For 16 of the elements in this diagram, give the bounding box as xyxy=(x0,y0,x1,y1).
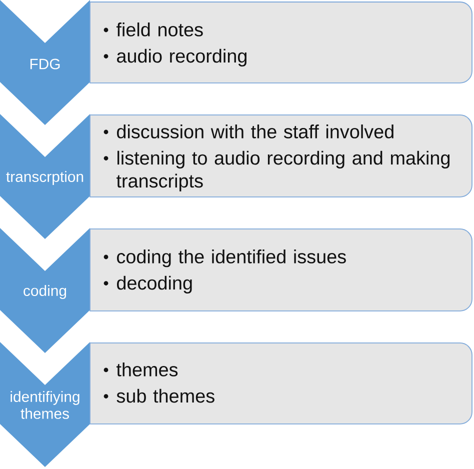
list-item: field notes xyxy=(116,22,203,36)
list-item: coding the identified issues xyxy=(117,250,346,268)
list-item: themes xyxy=(116,362,178,376)
list-item: sub themes xyxy=(116,388,214,403)
process-step: coding xyxy=(0,228,90,353)
list-item: decoding xyxy=(117,276,192,294)
process-step: FDG xyxy=(0,0,90,125)
list-item: discussion with the staff involved xyxy=(117,124,394,138)
list-item: listening to audio recording and making transcripts xyxy=(116,150,450,192)
list-box xyxy=(90,114,472,198)
list-box xyxy=(90,2,472,84)
process-step: transcrption xyxy=(0,114,90,239)
list-item: audio recording xyxy=(117,48,246,66)
list-box xyxy=(90,342,472,424)
list-box xyxy=(90,228,472,312)
process-step: identifiying themes xyxy=(0,342,90,467)
